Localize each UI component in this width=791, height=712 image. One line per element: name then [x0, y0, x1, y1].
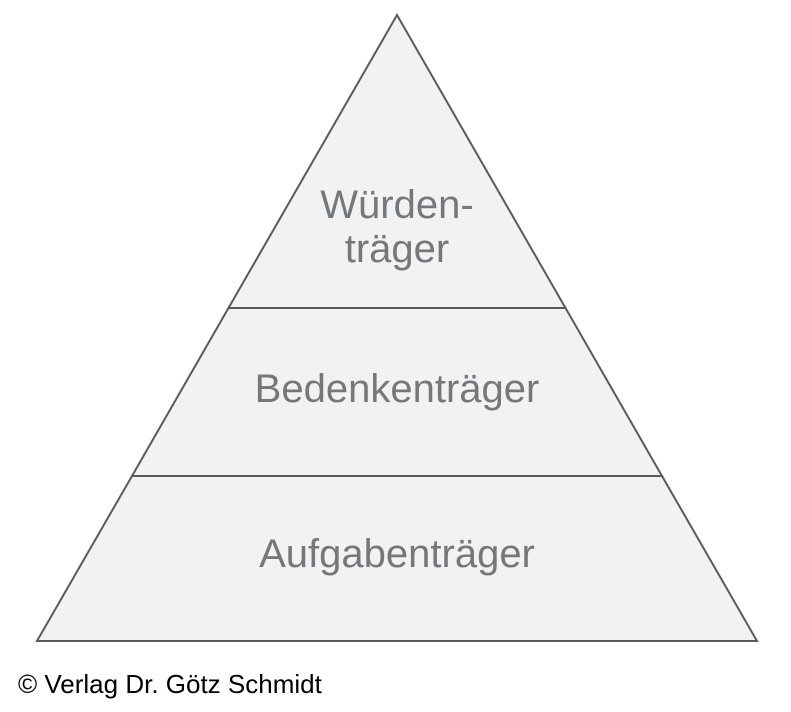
tier-label-top: Würden- träger: [320, 183, 473, 271]
tier-label-top-line2: träger: [344, 227, 450, 271]
tier-label-top-line1: Würden-: [320, 183, 474, 227]
pyramid-tier-bottom-shape: [35, 475, 759, 642]
tier-label-bottom: Aufgabenträger: [259, 532, 535, 576]
tier-label-middle: Bedenkenträger: [254, 367, 540, 411]
copyright-text: © Verlag Dr. Götz Schmidt: [18, 669, 322, 699]
